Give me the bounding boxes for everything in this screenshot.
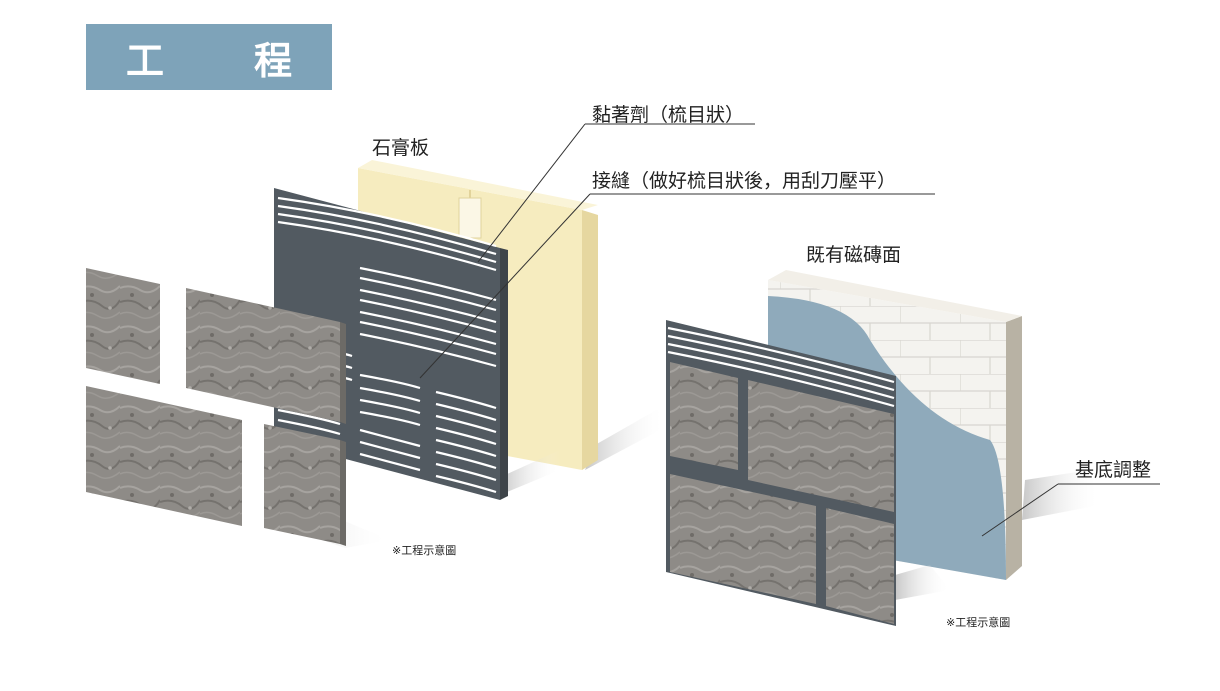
diagram-note-left: ※工程示意圖 [392, 544, 457, 557]
gypsum-board-label: 石膏板 [372, 137, 430, 159]
stone-shadow-right [895, 565, 950, 600]
stone-tile [186, 288, 340, 422]
stone-tiles-right [666, 320, 896, 626]
adhesive-panel [274, 188, 508, 500]
stone-tile [670, 362, 738, 470]
gypsum-shadow [585, 405, 665, 470]
existing-tile-label: 既有磁磚面 [806, 244, 902, 266]
tile-wall-shadow [1022, 470, 1100, 520]
stone-tile [86, 268, 160, 384]
stone-tile [264, 424, 340, 544]
adhesive-label: 黏著劑（梳目狀） [592, 104, 745, 126]
stone-tiles-left [86, 268, 346, 546]
joint-label: 接縫（做好梳目狀後，用刮刀壓平） [592, 170, 897, 192]
stone-tile [826, 508, 894, 624]
title-banner: 工 程 [86, 24, 332, 90]
base-adjustment-label: 基底調整 [1075, 459, 1152, 481]
stone-tile [748, 380, 894, 512]
adhesive-shadow [500, 450, 560, 495]
stone-tile [86, 386, 242, 526]
diagram-note-right: ※工程示意圖 [946, 616, 1011, 629]
comb-lines [277, 196, 497, 494]
stone-tile [670, 474, 816, 604]
page-title: 工 程 [125, 38, 318, 83]
